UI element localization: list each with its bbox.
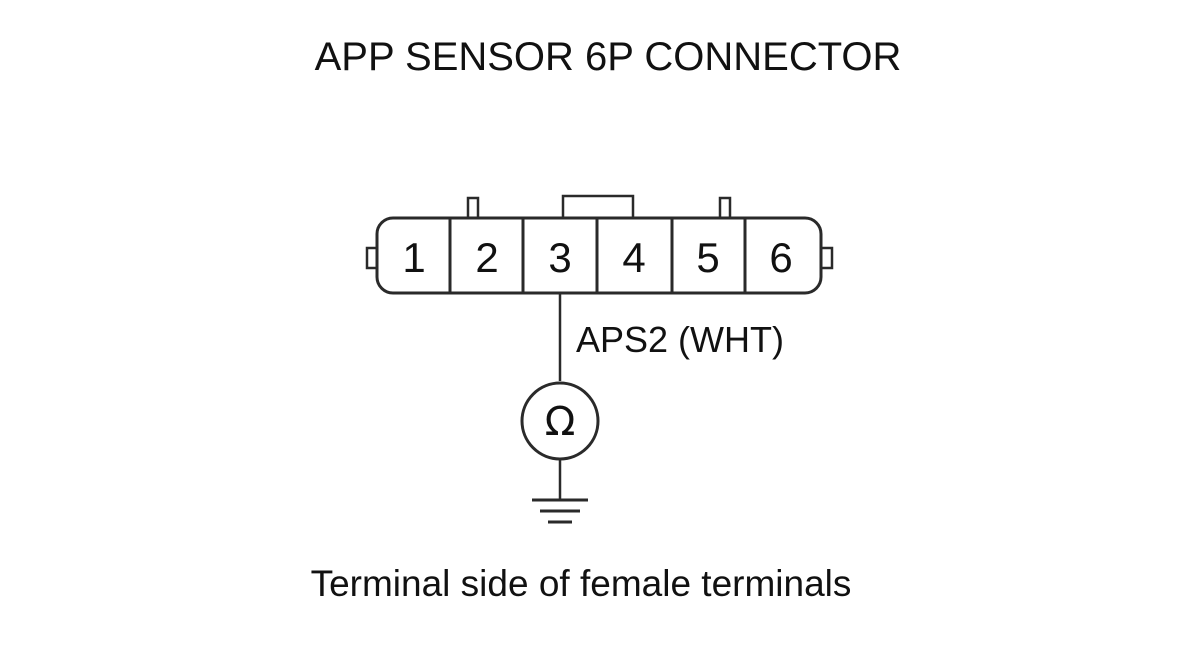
- wire-label: APS2 (WHT): [576, 319, 784, 360]
- ground-icon: [532, 498, 588, 524]
- pin-1-label: 1: [402, 234, 425, 281]
- connector-pins: 1 2 3 4 5 6: [402, 234, 792, 281]
- diagram-caption: Terminal side of female terminals: [311, 563, 852, 604]
- pin-2-label: 2: [475, 234, 498, 281]
- connector-housing: [365, 194, 834, 295]
- ohm-symbol: Ω: [545, 399, 576, 445]
- diagram-title: APP SENSOR 6P CONNECTOR: [315, 35, 902, 79]
- ohmmeter-icon: Ω: [520, 381, 600, 461]
- pin-3-label: 3: [548, 234, 571, 281]
- pin-6-label: 6: [769, 234, 792, 281]
- pin-4-label: 4: [622, 234, 645, 281]
- pin-5-label: 5: [696, 234, 719, 281]
